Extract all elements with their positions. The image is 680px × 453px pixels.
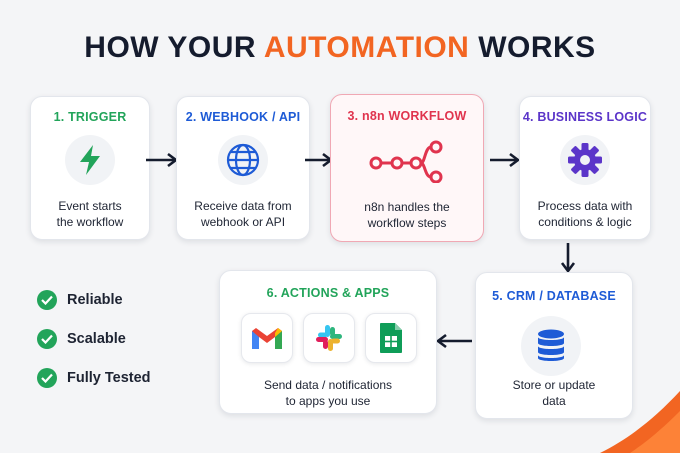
benefit-item-fully-tested: Fully Tested bbox=[37, 367, 151, 389]
globe-icon bbox=[218, 135, 268, 185]
check-circle-icon bbox=[37, 329, 57, 349]
arrow-right-icon bbox=[488, 152, 522, 173]
benefit-label: Fully Tested bbox=[67, 370, 151, 386]
google-sheets-icon bbox=[365, 313, 417, 363]
step-title: 1. TRIGGER bbox=[53, 110, 127, 124]
step-desc-line2: workflow steps bbox=[367, 216, 447, 230]
step-card-trigger: 1. TRIGGER Event starts the workflow bbox=[30, 96, 150, 240]
step-desc-line2: data bbox=[542, 394, 566, 408]
step-card-crm-database: 5. CRM / DATABASE Store or update data bbox=[475, 272, 633, 419]
step-desc-line1: n8n handles the bbox=[364, 200, 450, 214]
step-title: 6. ACTIONS & APPS bbox=[266, 286, 390, 300]
page-title: HOW YOUR AUTOMATION WORKS bbox=[0, 31, 680, 65]
step-title: 2. WEBHOOK / API bbox=[185, 110, 301, 124]
title-prefix: HOW YOUR bbox=[84, 31, 264, 64]
step-desc-line1: Process data with bbox=[537, 199, 633, 213]
step-desc-line1: Receive data from bbox=[194, 199, 292, 213]
n8n-nodes-icon bbox=[369, 139, 445, 188]
gear-icon bbox=[560, 135, 610, 185]
step-card-business-logic: 4. BUSINESS LOGIC Process data with cond… bbox=[519, 96, 651, 240]
step-desc-line1: Store or update bbox=[512, 378, 596, 392]
step-title: 3. n8n WORKFLOW bbox=[347, 109, 467, 123]
benefit-item-reliable: Reliable bbox=[37, 289, 123, 311]
database-icon bbox=[521, 316, 581, 376]
title-suffix: WORKS bbox=[469, 31, 596, 64]
benefit-item-scalable: Scalable bbox=[37, 328, 126, 350]
benefit-label: Scalable bbox=[67, 331, 126, 347]
step-card-webhook: 2. WEBHOOK / API Receive data from webho… bbox=[176, 96, 310, 240]
arrow-left-icon bbox=[434, 333, 474, 354]
step-desc-line1: Send data / notifications bbox=[263, 378, 393, 392]
step-desc-line2: to apps you use bbox=[285, 394, 371, 408]
step-card-n8n-workflow: 3. n8n WORKFLOW n8n handles the workflow… bbox=[330, 94, 484, 242]
step-title: 5. CRM / DATABASE bbox=[492, 289, 616, 303]
step-title: 4. BUSINESS LOGIC bbox=[522, 110, 648, 124]
lightning-bolt-icon bbox=[65, 135, 115, 185]
check-circle-icon bbox=[37, 368, 57, 388]
slack-icon bbox=[303, 313, 355, 363]
step-desc-line2: conditions & logic bbox=[538, 215, 632, 229]
step-desc-line2: the workflow bbox=[56, 215, 124, 229]
corner-swoosh-decoration bbox=[560, 363, 680, 453]
step-card-actions-apps: 6. ACTIONS & APPS Send data / n bbox=[219, 270, 437, 414]
title-accent: AUTOMATION bbox=[263, 31, 470, 64]
arrow-down-icon bbox=[560, 242, 576, 279]
step-desc-line1: Event starts bbox=[58, 199, 122, 213]
gmail-icon bbox=[241, 313, 293, 363]
check-circle-icon bbox=[37, 290, 57, 310]
arrow-right-icon bbox=[144, 152, 180, 173]
step-desc-line2: webhook or API bbox=[200, 215, 286, 229]
benefit-label: Reliable bbox=[67, 292, 123, 308]
